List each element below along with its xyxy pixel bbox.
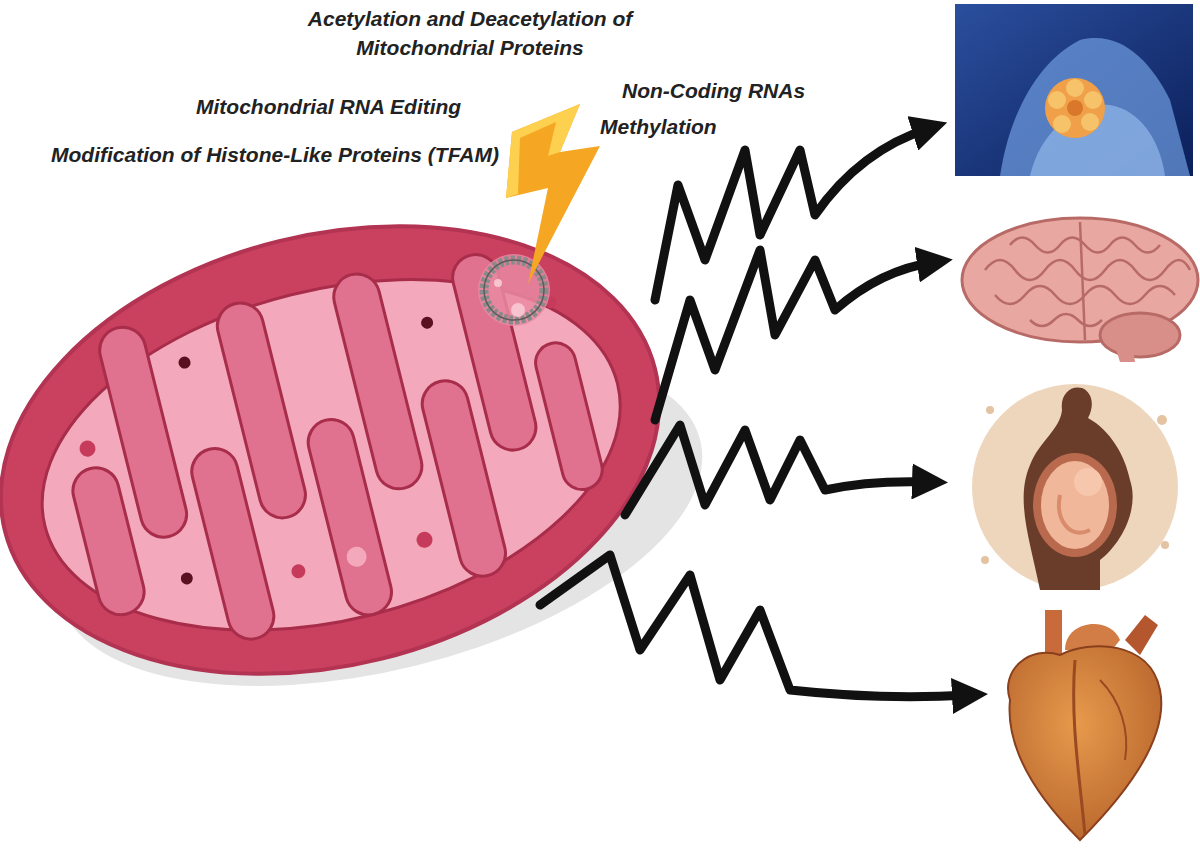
outer-membrane (0, 160, 707, 739)
mechanism-label: Modification of Histone-Like Proteins (T… (40, 140, 510, 169)
heart-icon (1008, 610, 1161, 840)
cristae (37, 222, 624, 678)
pregnancy-icon (972, 384, 1178, 590)
mechanism-label: Acetylation and Deacetylation of Mitocho… (285, 4, 655, 62)
mechanism-label: Mitochondrial RNA Editing (196, 92, 516, 121)
mechanism-label: Methylation (600, 112, 780, 141)
mechanism-label: Non-Coding RNAs (622, 76, 882, 105)
wavy-arrows (540, 128, 970, 697)
breast-icon (955, 4, 1193, 176)
mtdna-ring (478, 254, 550, 326)
lightning-bolt (506, 104, 600, 284)
brain-icon (962, 218, 1198, 362)
mitochondrion (0, 160, 707, 739)
matrix (5, 223, 657, 686)
